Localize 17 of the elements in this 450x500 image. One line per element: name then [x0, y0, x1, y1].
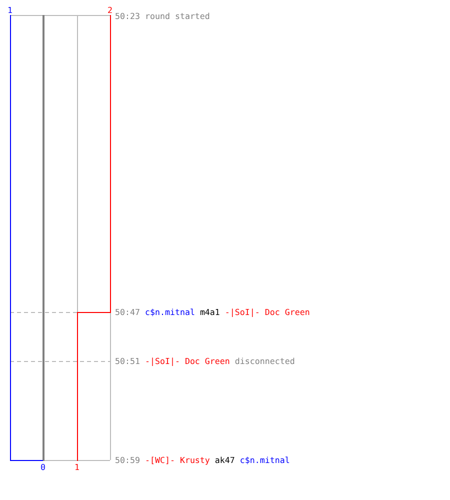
player-name: c$n.mitnal: [240, 455, 290, 465]
team-number: 2: [108, 5, 112, 15]
timestamp: 50:47: [115, 307, 140, 317]
weapon-name: m4a1: [200, 307, 220, 317]
event-text: round started: [144, 11, 210, 21]
team-number: 0: [40, 462, 46, 472]
player-name: -|SoI|- Doc Green: [144, 356, 230, 366]
player-name: -|SoI|- Doc Green: [224, 307, 310, 317]
player-name: -[WC]- Krusty: [144, 455, 210, 465]
team-number: 1: [8, 5, 12, 15]
timestamp: 50:59: [115, 455, 140, 465]
team-number: 1: [74, 462, 80, 472]
player-name: c$n.mitnal: [144, 307, 195, 317]
event-text: disconnected: [234, 356, 295, 366]
timestamp: 50:23: [115, 11, 140, 21]
weapon-name: ak47: [214, 455, 235, 465]
timestamp: 50:51: [115, 356, 140, 366]
